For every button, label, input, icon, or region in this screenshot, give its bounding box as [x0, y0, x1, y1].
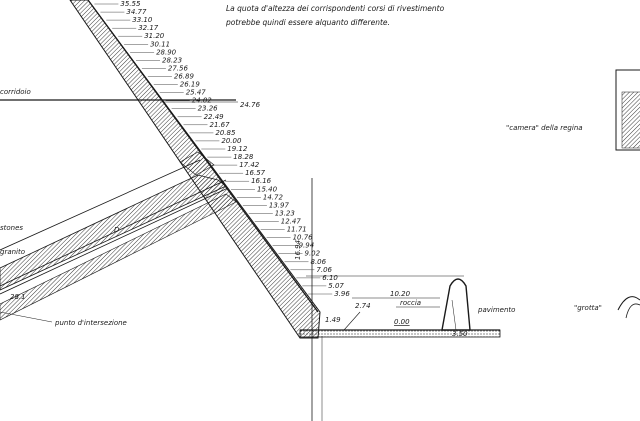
elevation-label: 33.10 — [132, 16, 153, 24]
elevation-label: 5.07 — [328, 282, 344, 290]
elevation-label: 22.49 — [204, 113, 225, 121]
elevation-label: 16.16 — [251, 177, 272, 185]
elevation-label: 20.00 — [221, 137, 242, 145]
elevation-label: 15.40 — [257, 185, 278, 193]
niche-pedestal — [441, 278, 471, 331]
grotta-sketch — [617, 296, 640, 311]
corridor-axis-line — [0, 179, 227, 287]
elevation-label: 28.90 — [156, 48, 177, 56]
elevation-label: 32.17 — [138, 24, 159, 32]
corridor-bottom-line — [0, 187, 229, 295]
elevation-label: 20.85 — [215, 129, 236, 137]
elevation-label: 28.23 — [162, 56, 182, 64]
label-corridoio: corridoio — [0, 88, 31, 96]
pedestal-inner — [451, 299, 457, 331]
dim-000: 0.00 — [394, 318, 410, 326]
elevation-label: 35.55 — [120, 0, 141, 8]
right-box-outer — [615, 69, 640, 151]
floor-slab — [299, 329, 501, 338]
elevation-label: 34.77 — [126, 8, 147, 16]
label-pavimento: pavimento — [477, 306, 515, 314]
label-grotta: "grotta" — [574, 304, 602, 312]
label-granito: granito — [0, 248, 25, 256]
elevation-column: 35.5534.7733.1032.1731.2030.1128.9028.23… — [94, 0, 350, 298]
elevation-label: 30.11 — [150, 40, 170, 48]
dim-274: 2.74 — [355, 302, 371, 310]
grotta-sketch-2 — [625, 303, 640, 319]
elevation-label: 31.20 — [144, 32, 165, 40]
slope-mark — [343, 311, 361, 331]
elevation-label: 25.47 — [186, 89, 207, 97]
dim-149: 1.49 — [325, 316, 341, 324]
punto-leader — [0, 311, 53, 323]
label-stones: stones — [0, 224, 23, 232]
elevation-label: 11.71 — [287, 226, 307, 234]
elevation-label: 27.56 — [168, 64, 189, 72]
elevation-label: 23.26 — [198, 105, 219, 113]
note-line-2: potrebbe quindi essere alquanto differen… — [225, 18, 390, 27]
label-D: D — [114, 226, 120, 234]
dim-2476: 24.76 — [240, 101, 261, 109]
elevation-label: 19.12 — [227, 145, 248, 153]
elevation-label: 9.94 — [299, 242, 315, 250]
corridor-top-line — [0, 159, 201, 251]
elevation-label: 17.42 — [239, 161, 260, 169]
elevation-label: 12.47 — [281, 218, 302, 226]
elevation-label: 9.02 — [305, 250, 321, 258]
label-camera: "camera" della regina — [506, 124, 583, 132]
dim-28: 28.1 — [10, 293, 26, 301]
corridor-lower-band — [0, 193, 237, 321]
elevation-label: 26.89 — [174, 73, 195, 81]
elevation-label: 13.23 — [275, 209, 295, 217]
elevation-label: 13.97 — [269, 201, 290, 209]
elevation-label: 26.19 — [180, 81, 201, 89]
elevation-label: 21.67 — [210, 121, 231, 129]
elevation-label: 7.06 — [316, 266, 332, 274]
corridor-passage — [0, 174, 227, 291]
label-punto: punto d'intersezione — [54, 319, 127, 327]
elevation-label: 6.10 — [322, 274, 338, 282]
elevation-label: 24.02 — [192, 97, 213, 105]
note-line-1: La quota d'altezza dei corrispondenti co… — [226, 4, 445, 13]
elevation-label: 10.76 — [293, 234, 314, 242]
elevation-label: 8.06 — [311, 258, 327, 266]
right-box-hatch — [621, 91, 640, 149]
elevation-label: 14.72 — [263, 193, 284, 201]
label-roccia: roccia — [400, 299, 421, 307]
dim-350: 3.50 — [452, 330, 468, 338]
elevation-label: 3.96 — [334, 290, 350, 298]
elevation-label: 18.28 — [233, 153, 254, 161]
dim-1020: 10.20 — [390, 290, 411, 298]
elevation-label: 16.57 — [245, 169, 266, 177]
dim-vertical: 16.94 — [294, 240, 302, 260]
